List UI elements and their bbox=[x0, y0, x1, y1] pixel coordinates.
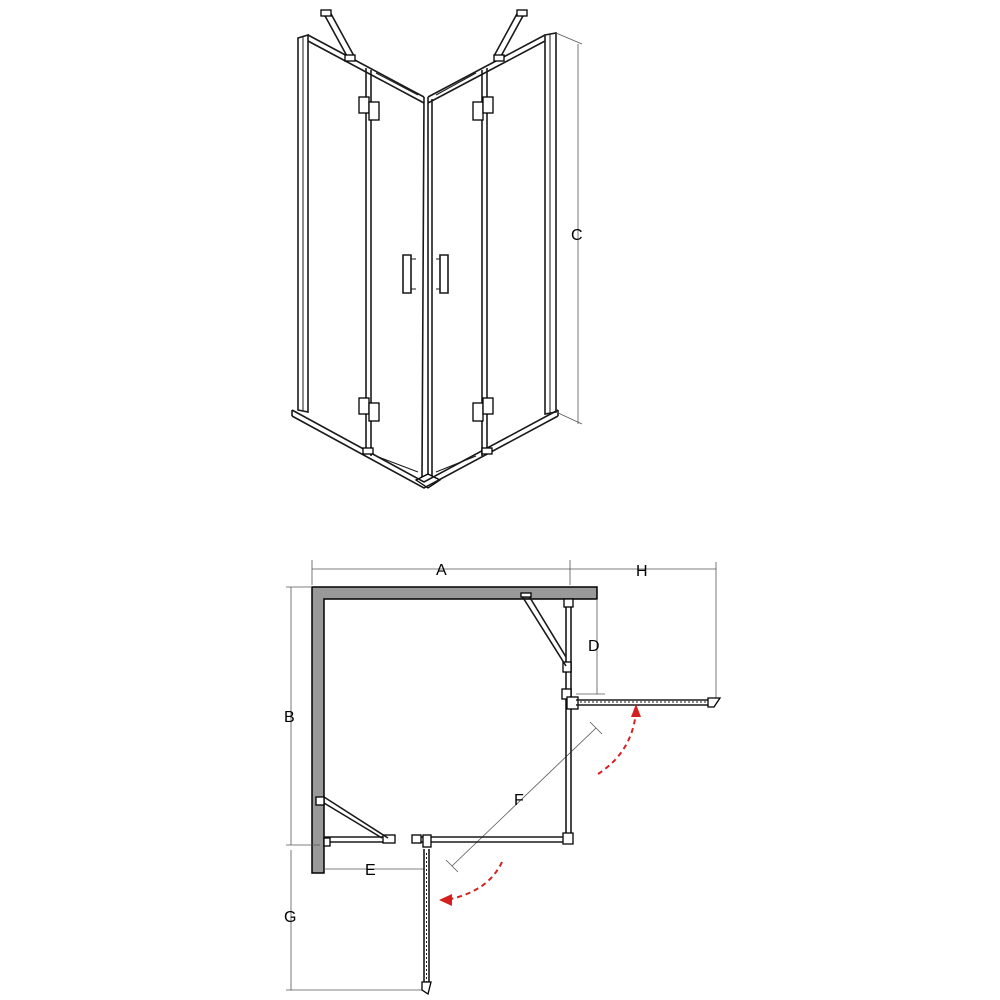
right-wall-profile bbox=[544, 32, 557, 415]
plan-view: A H D B G E bbox=[284, 560, 722, 996]
dimension-h: H bbox=[570, 562, 717, 700]
right-fixed-panel bbox=[561, 598, 579, 845]
dimension-b: B bbox=[284, 586, 320, 846]
hinge-left-bottom bbox=[358, 397, 380, 422]
dimension-g: G bbox=[284, 850, 428, 991]
dimension-e: E bbox=[324, 855, 425, 879]
dimension-label-c: C bbox=[571, 227, 583, 244]
left-door-panel bbox=[365, 68, 419, 473]
hinge-right-top bbox=[472, 96, 494, 121]
stabilizer-bar-left bbox=[320, 9, 356, 62]
hinge-right-bottom bbox=[472, 397, 494, 422]
right-door-open bbox=[576, 697, 722, 708]
door-handle-left bbox=[402, 254, 416, 294]
wall-plan bbox=[311, 586, 598, 874]
dimension-label-a: A bbox=[436, 562, 447, 579]
dimension-label-h: H bbox=[636, 563, 648, 580]
bottom-fixed-panel bbox=[323, 834, 563, 848]
dimension-label-e: E bbox=[365, 862, 376, 879]
swing-arrow-right bbox=[597, 704, 641, 775]
dimension-label-d: D bbox=[588, 638, 600, 655]
dimension-c: C bbox=[555, 32, 583, 425]
door-handle-right bbox=[436, 254, 449, 294]
plan-stabilizer-bottom bbox=[315, 796, 389, 839]
dimension-label-f: F bbox=[514, 792, 524, 809]
dimension-label-g: G bbox=[284, 909, 296, 926]
top-edges bbox=[307, 34, 546, 104]
center-post bbox=[414, 96, 442, 489]
dimension-f: F bbox=[445, 721, 603, 873]
dimension-a: A bbox=[311, 560, 571, 585]
elevation-view: C bbox=[291, 9, 583, 489]
hinge-left-top bbox=[358, 96, 380, 121]
stabilizer-bar-right bbox=[493, 9, 528, 62]
dimension-label-b: B bbox=[284, 709, 295, 726]
bottom-door-open bbox=[421, 849, 432, 996]
plan-stabilizer-top bbox=[520, 592, 567, 667]
shower-base bbox=[291, 409, 559, 489]
left-wall-profile bbox=[297, 33, 309, 413]
dimension-d: D bbox=[576, 599, 605, 695]
swing-arrow-bottom bbox=[439, 861, 503, 906]
